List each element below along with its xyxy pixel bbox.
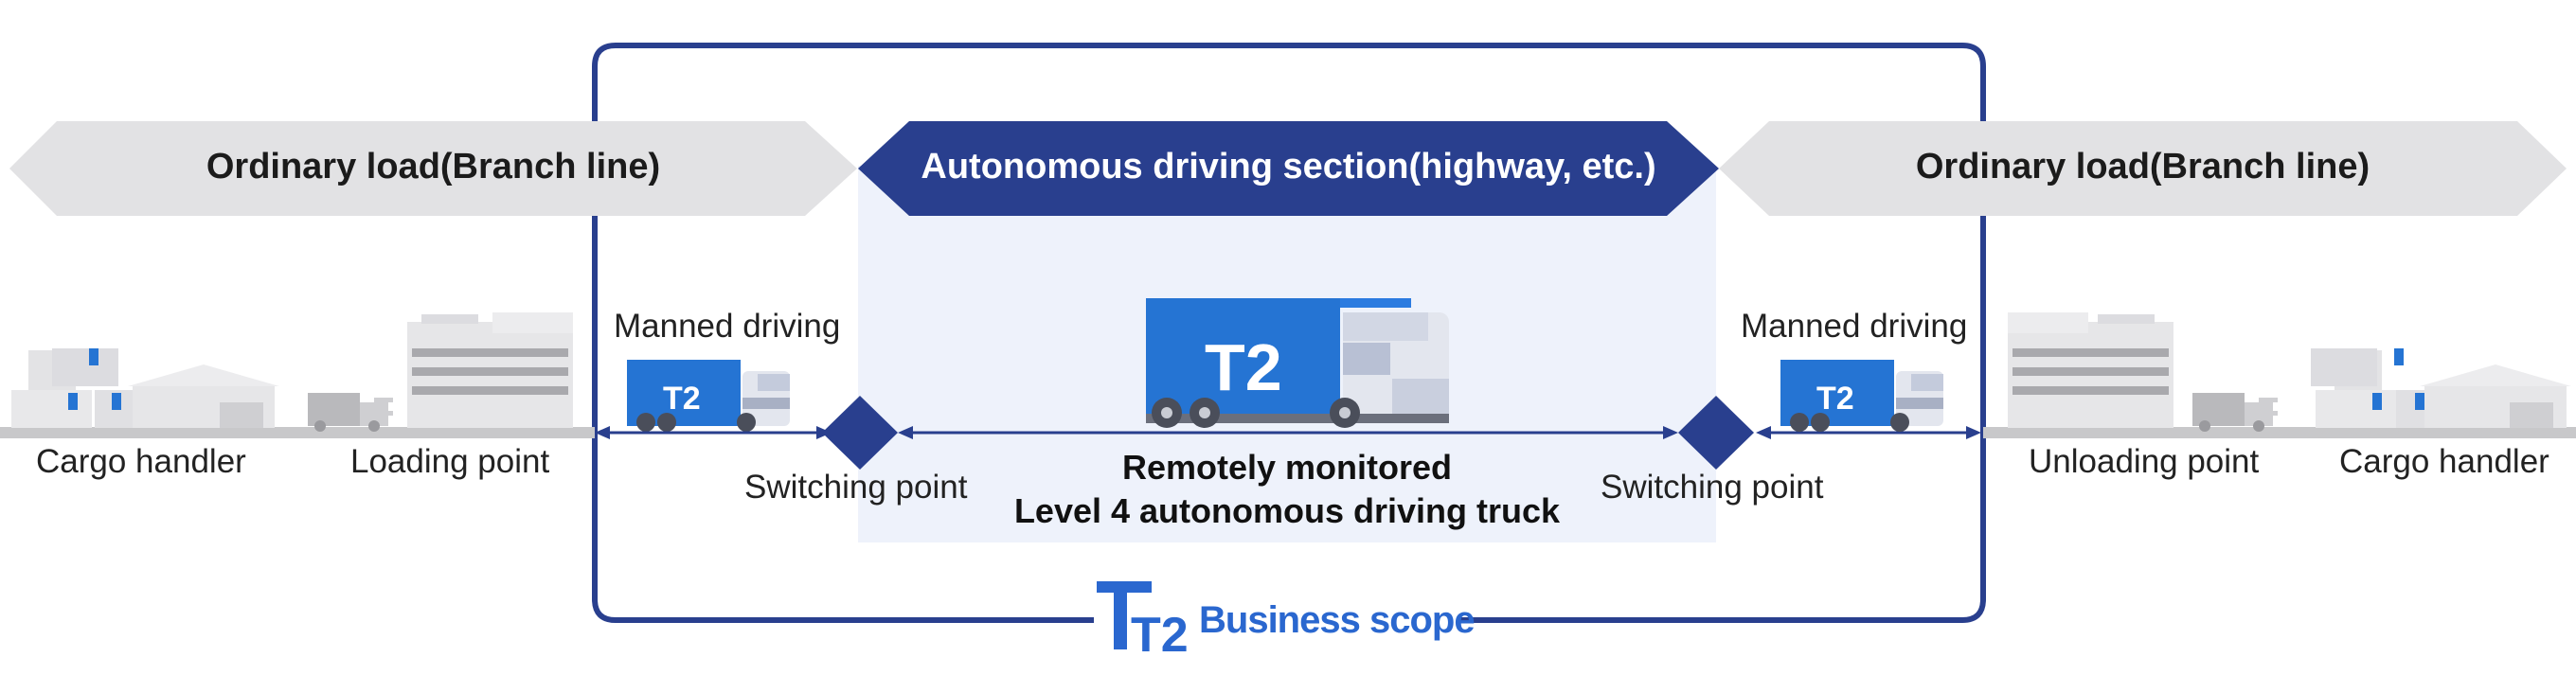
svg-text:T2: T2 <box>1816 381 1854 417</box>
banner-right <box>1719 121 2567 216</box>
svg-text:T2: T2 <box>1205 330 1282 404</box>
switching-point-left-marker <box>822 396 898 470</box>
unloading-point-label: Unloading point <box>2029 443 2260 480</box>
loading-point-icon <box>308 312 573 432</box>
center-title-line1: Remotely monitored <box>1121 448 1453 487</box>
manned-driving-left-label: Manned driving <box>614 308 841 345</box>
business-scope-frame <box>592 43 1986 623</box>
truck-manned-right-icon: T2 <box>1780 360 1943 432</box>
business-scope-label: Business scope <box>1199 599 1476 641</box>
cargo-handler-left-icon <box>11 348 279 428</box>
t2-logo-icon: T2 <box>1097 581 1189 663</box>
truck-manned-left-icon: T2 <box>627 360 790 432</box>
switching-point-right-label: Switching point <box>1601 469 1824 506</box>
svg-text:T2: T2 <box>1131 608 1189 663</box>
arrow-manned-left <box>595 426 832 439</box>
arrow-manned-right <box>1756 426 1981 439</box>
switching-point-right-marker <box>1678 396 1754 470</box>
ground-line-right <box>1983 427 2576 438</box>
arrow-autonomous-section <box>898 426 1678 439</box>
switching-point-left-label: Switching point <box>744 469 968 506</box>
unloading-point-icon <box>2008 312 2278 432</box>
banner-right-label: Ordinary load(Branch line) <box>1915 147 2370 187</box>
loading-point-label: Loading point <box>350 443 550 480</box>
cargo-handler-right-icon <box>2311 348 2571 428</box>
banner-center <box>858 121 1719 216</box>
banner-left-label: Ordinary load(Branch line) <box>206 147 661 187</box>
truck-autonomous-icon: T2 <box>1146 298 1449 428</box>
manned-driving-right-label: Manned driving <box>1741 308 1968 345</box>
center-title-line2: Level 4 autonomous driving truck <box>1013 491 1561 530</box>
ground-line-left <box>0 427 595 438</box>
banner-left <box>9 121 857 216</box>
cargo-handler-left-label: Cargo handler <box>36 443 246 480</box>
cargo-handler-right-label: Cargo handler <box>2339 443 2549 480</box>
banner-center-label: Autonomous driving section(highway, etc.… <box>921 147 1656 187</box>
svg-text:T2: T2 <box>663 381 701 417</box>
